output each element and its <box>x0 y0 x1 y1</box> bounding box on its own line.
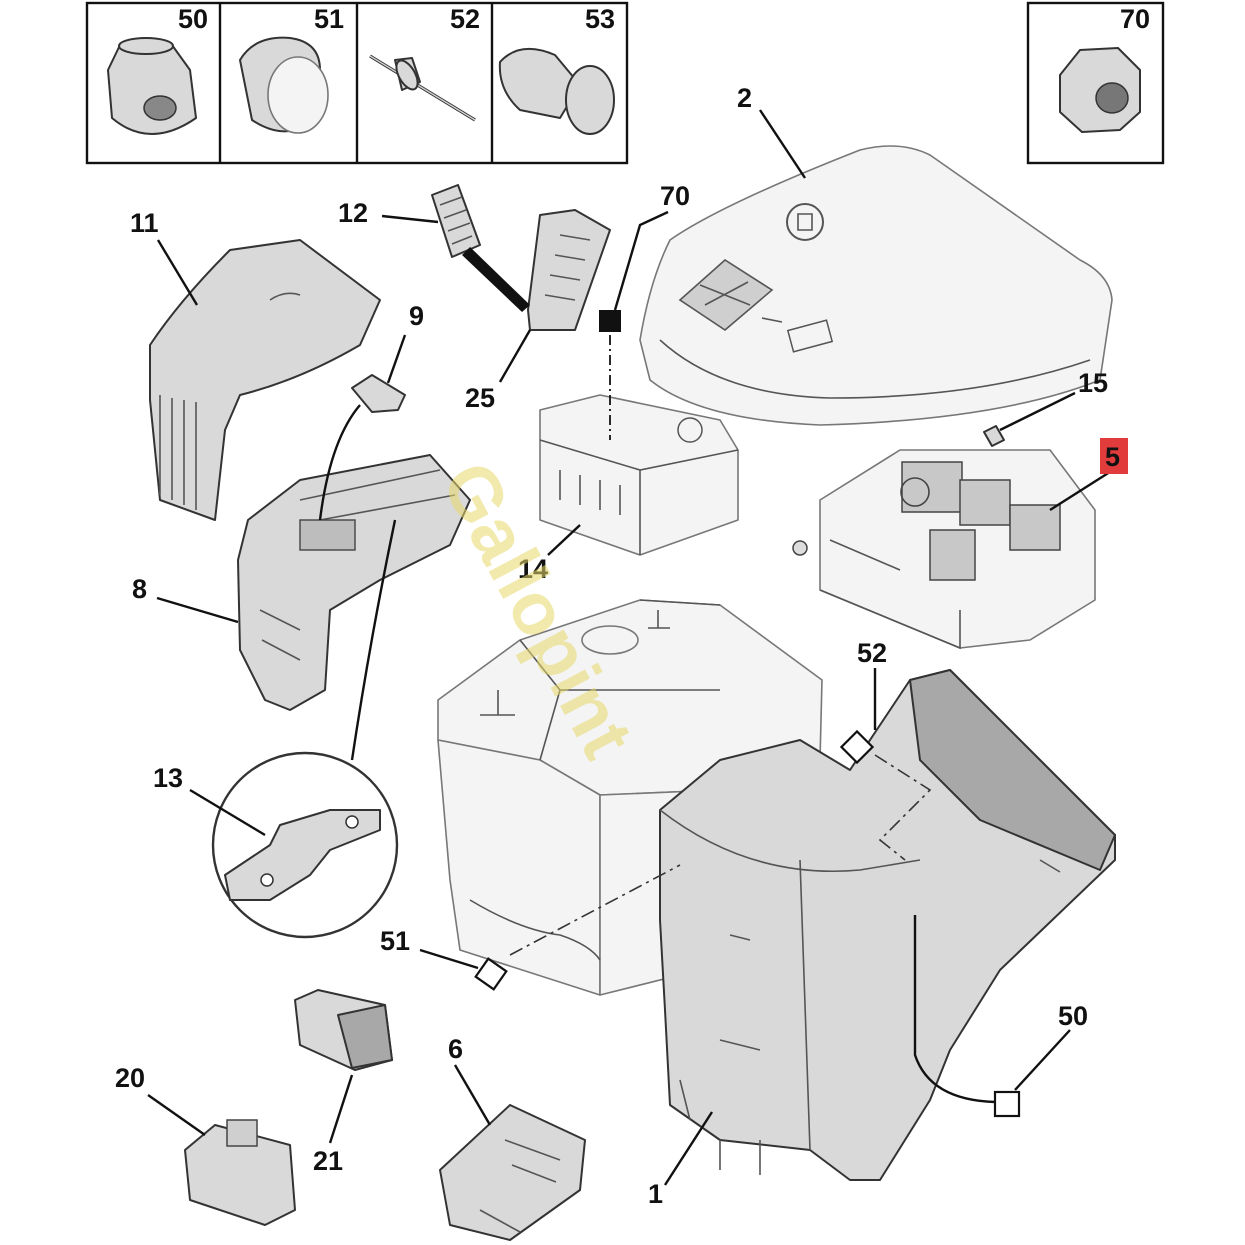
battery-tray-1 <box>659 669 1116 1181</box>
callout-14: 14 <box>518 554 548 584</box>
callout-25: 25 <box>465 383 495 413</box>
callout-13: 13 <box>153 763 183 793</box>
fuse-15 <box>983 425 1005 447</box>
callout-21: 21 <box>313 1146 343 1176</box>
maxi-fuse-detail-13 <box>211 751 399 939</box>
fastener-strip: 50 51 52 53 <box>85 1 629 165</box>
callout-5-highlight <box>1100 438 1128 474</box>
callout-2: 2 <box>737 83 752 113</box>
push-plug-51 <box>239 36 329 134</box>
callout-52-box: 52 <box>450 4 480 34</box>
callout-8: 8 <box>132 574 147 604</box>
relay-21 <box>294 989 393 1071</box>
control-module-6 <box>439 1104 586 1241</box>
nut-box-70: 70 <box>1026 1 1165 165</box>
callout-52: 52 <box>857 638 887 668</box>
callout-1: 1 <box>648 1179 663 1209</box>
relay-20 <box>184 1119 296 1226</box>
callout-70-box: 70 <box>1120 4 1150 34</box>
callout-5: 5 <box>1105 442 1120 472</box>
callout-53-box: 53 <box>585 4 615 34</box>
callout-15: 15 <box>1078 368 1108 398</box>
grommet-clip-50 <box>107 37 197 135</box>
callout-11: 11 <box>130 208 159 238</box>
fuse-box-5 <box>792 449 1096 650</box>
callout-70: 70 <box>660 181 690 211</box>
callout-50-box: 50 <box>178 4 208 34</box>
callout-50: 50 <box>1058 1001 1088 1031</box>
fuse-box-base-8 <box>237 454 471 711</box>
fuse-box-shield-11 <box>149 239 381 521</box>
relay-box-14 <box>539 394 739 556</box>
callout-12: 12 <box>338 198 368 228</box>
connector-clip-9 <box>351 374 406 413</box>
rivet-52 <box>369 54 476 122</box>
push-rivet-53 <box>498 47 615 135</box>
callout-20: 20 <box>115 1063 145 1093</box>
callout-6: 6 <box>448 1034 463 1064</box>
battery <box>437 599 823 996</box>
fuse-strip-12 <box>431 184 481 258</box>
callout-51: 51 <box>380 926 410 956</box>
battery-cover-2 <box>639 145 1113 426</box>
leader-lines <box>147 109 1114 1186</box>
callout-9: 9 <box>409 301 424 331</box>
fuse-holder-25 <box>527 209 611 331</box>
callout-51-box: 51 <box>314 4 344 34</box>
